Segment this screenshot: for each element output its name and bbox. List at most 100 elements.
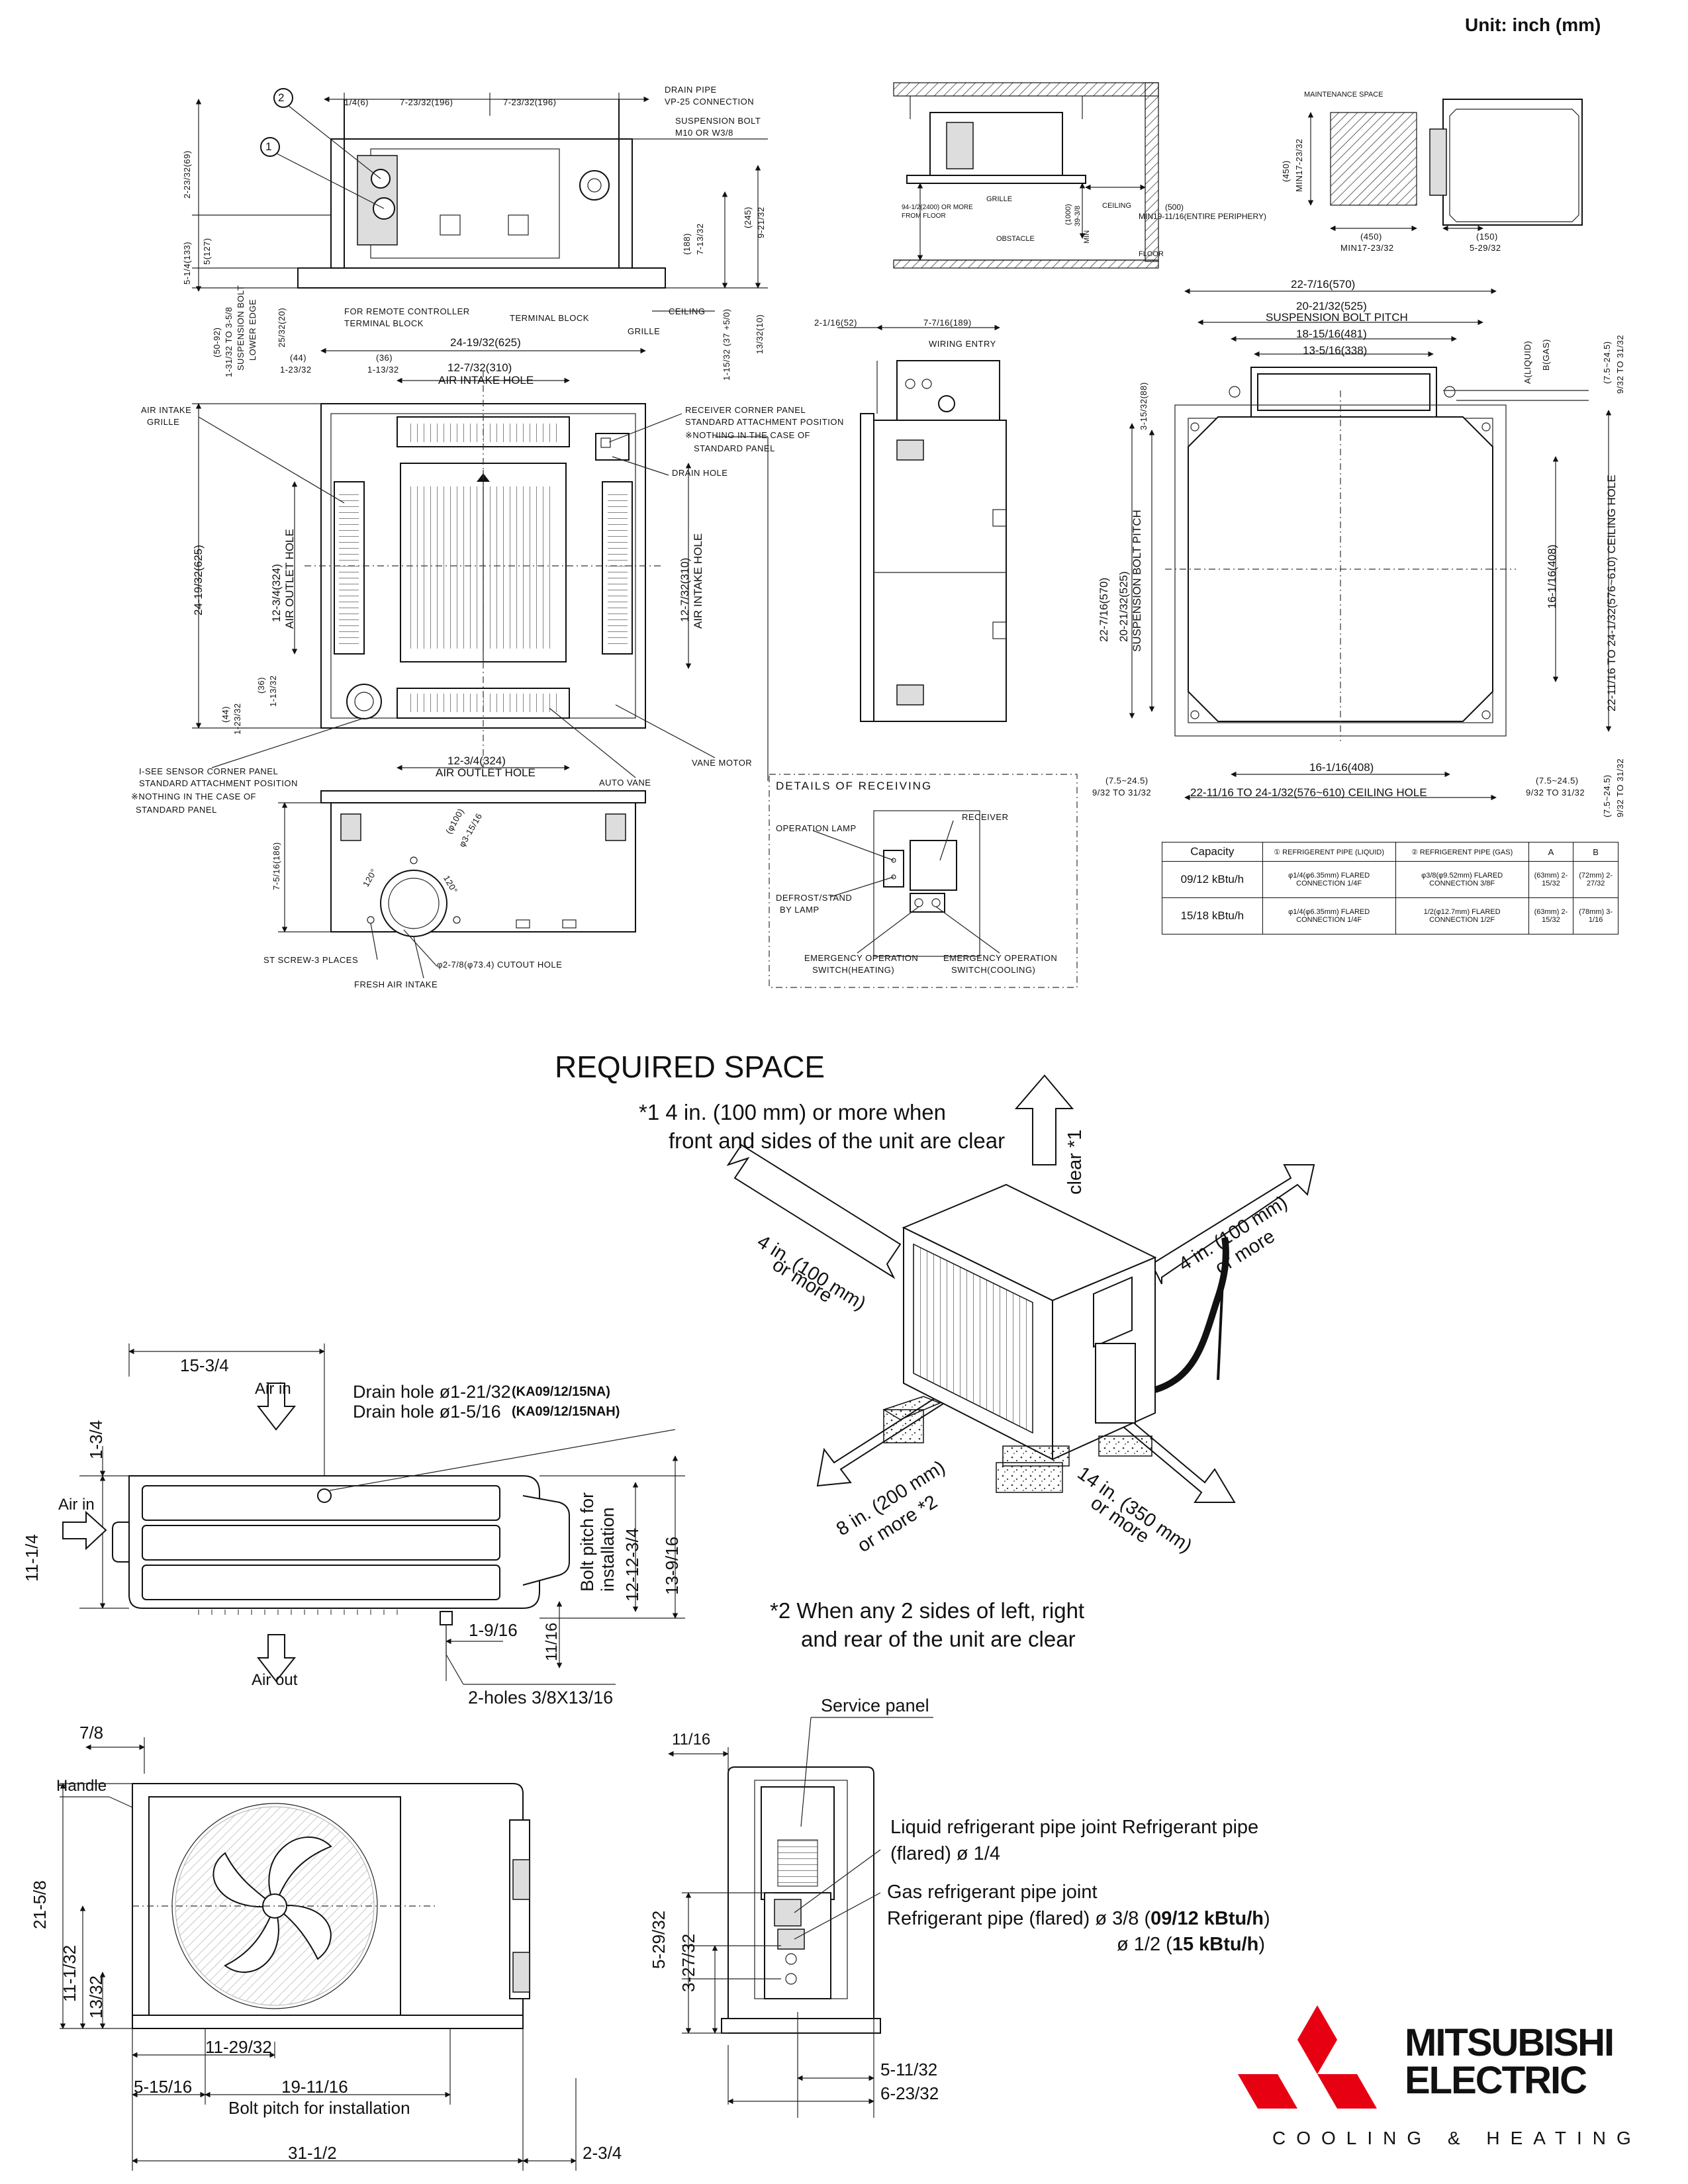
outlet-left-dim: 12-3/4(324)	[270, 564, 283, 622]
table-cell: 1/2(φ12.7mm) FLARED CONNECTION 1/2F	[1395, 897, 1529, 934]
bolt-pitch-1: Bolt pitch for	[577, 1492, 597, 1592]
side-dim-88: 3-15/32(88)	[1139, 382, 1149, 430]
drain-hole-2: Drain hole ø1-5/16	[353, 1402, 501, 1422]
table-header: Capacity	[1162, 842, 1263, 862]
cp-suspension-pitch: SUSPENSION BOLT PITCH	[1266, 311, 1408, 324]
dim-13-32: 13/32(10)	[755, 314, 765, 354]
outdoor-side-view	[668, 1717, 933, 2118]
dim-5-1-4: 5-1/4(133)	[182, 242, 192, 285]
cp-b-gas: B(GAS)	[1541, 339, 1551, 371]
of-dim-2-3-4: 2-3/4	[583, 2143, 622, 2163]
indoor-top-view	[192, 88, 768, 312]
table-cell: (78mm) 3-1/16	[1573, 897, 1618, 934]
drain-hole-1: Drain hole ø1-21/32	[353, 1382, 511, 1402]
os-dim-3-27-32: 3-27/32	[679, 1933, 698, 1992]
emergency-heat-1: EMERGENCY OPERATION	[804, 953, 919, 963]
table-header: B	[1573, 842, 1618, 862]
dim-44-in: 1-23/32	[280, 365, 312, 375]
od-holes: 2-holes 3/8X13/16	[468, 1688, 614, 1707]
air-intake-grille: AIR INTAKE	[141, 405, 192, 415]
intake-right-dim: 12-7/32(310)	[679, 557, 691, 622]
mitsubishi-logo-mark	[1238, 2005, 1377, 2109]
of-dim-7-8: 7/8	[79, 1723, 104, 1743]
maint-150-1: (150)	[1476, 232, 1498, 242]
drain-hole-1-model: (KA09/12/15NA)	[512, 1385, 610, 1399]
install-floor: FLOOR	[1139, 250, 1164, 258]
dim-top-2: 7-23/32(196)	[400, 97, 453, 107]
receiver-panel-2: STANDARD ATTACHMENT POSITION	[685, 417, 844, 427]
handle-label: Handle	[56, 1777, 107, 1795]
lower-edge-label: LOWER EDGE	[248, 298, 258, 361]
outlet-bottom-dim: 12-3/4(324)	[447, 754, 506, 767]
table-header-row: Capacity ① REFRIGERENT PIPE (LIQUID) ② R…	[1162, 842, 1618, 862]
isee-panel-3: ※NOTHING IN THE CASE OF	[131, 792, 256, 801]
air-intake-hole-dim: 12-7/32(310)	[447, 361, 512, 374]
od-air-in-left: Air in	[58, 1496, 95, 1514]
air-intake-grille-2: GRILLE	[147, 417, 180, 427]
outdoor-top-view	[62, 1343, 685, 1685]
outdoor-unit-3d	[726, 1074, 1315, 1503]
maintenance-label: MAINTENANCE SPACE	[1304, 91, 1383, 99]
install-ceiling: CEILING	[1102, 202, 1132, 210]
bolt-pitch-2: installation	[598, 1507, 618, 1592]
logo-tagline: COOLING & HEATING	[1272, 2128, 1642, 2148]
gas-pipe-1: Gas refrigerant pipe joint	[887, 1882, 1098, 1903]
cp-338: 13-5/16(338)	[1303, 344, 1368, 357]
of-dim-5-15-16: 5-15/16	[134, 2077, 193, 2097]
bottom-left-dim: 7-5/16(186)	[271, 842, 281, 890]
dim-44: (44)	[290, 353, 307, 363]
table-header: ② REFRIGERENT PIPE (GAS)	[1395, 842, 1529, 862]
dim-36: (36)	[376, 353, 393, 363]
required-space-title: REQUIRED SPACE	[555, 1050, 825, 1084]
dim-44-side-in: 1-23/32	[232, 703, 242, 735]
install-grille: GRILLE	[986, 195, 1013, 203]
of-dim-19-11-16: 19-11/16	[281, 2077, 348, 2097]
intake-right-label: AIR INTAKE HOLE	[692, 533, 704, 629]
drain-pipe-spec: VP-25 CONNECTION	[665, 97, 755, 107]
suspension-bolt-spec: M10 OR W3/8	[675, 128, 733, 138]
dim-245: (245)	[743, 206, 753, 228]
od-air-out: Air out	[252, 1671, 298, 1689]
cp-bottom-408: 16-1/16(408)	[1309, 761, 1374, 774]
cp-right-408: 16-1/16(408)	[1546, 544, 1558, 609]
maintenance-space	[1307, 99, 1583, 232]
callout-1: 1	[265, 140, 272, 153]
cp-right-top-1: (7.5~24.5)	[1602, 341, 1612, 384]
cp-right-top-2: 9/32 TO 31/32	[1615, 334, 1625, 394]
dim-36-side-in: 1-13/32	[268, 675, 278, 707]
dim-37: 1-15/32 (37 +5/0)	[722, 308, 731, 381]
auto-vane-label: AUTO VANE	[599, 778, 651, 788]
cp-bl-2: 9/32 TO 31/32	[1092, 788, 1152, 797]
st-screw-label: ST SCREW-3 PLACES	[263, 955, 359, 965]
terminal-block-label: TERMINAL BLOCK	[510, 313, 589, 323]
details-title: DETAILS OF RECEIVING	[776, 780, 933, 792]
od-dim-1-3-4: 1-3/4	[86, 1420, 106, 1459]
gas-pipe-2: Refrigerant pipe (flared) ø 3/8 (09/12 k…	[887, 1908, 1270, 1930]
receiver-label: RECEIVER	[962, 812, 1009, 822]
of-dim-13-32: 13/32	[86, 1975, 106, 2019]
od-dim-1-9-16: 1-9/16	[469, 1620, 518, 1640]
indoor-bottom-view	[278, 790, 646, 979]
cp-570: 22-7/16(570)	[1291, 278, 1356, 291]
gas-pipe-3: ø 1/2 (15 kBtu/h)	[1117, 1934, 1265, 1956]
table-cell: 09/12 kBtu/h	[1162, 861, 1263, 898]
maint-450-v2: MIN17-23/32	[1294, 138, 1304, 192]
operation-lamp-label: OPERATION LAMP	[776, 823, 857, 833]
drain-hole-label: DRAIN HOLE	[672, 468, 728, 478]
maint-450-v1: (450)	[1281, 160, 1291, 182]
od-dim-15-3-4: 15-3/4	[180, 1355, 229, 1375]
maint-150-2: 5-29/32	[1470, 243, 1501, 253]
table-cell: φ3/8(φ9.52mm) FLARED CONNECTION 3/8F	[1395, 861, 1529, 898]
table-cell: 15/18 kBtu/h	[1162, 897, 1263, 934]
refrigerant-pipe-table: Capacity ① REFRIGERENT PIPE (LIQUID) ② R…	[1162, 842, 1618, 934]
indoor-front-view	[192, 347, 769, 781]
cp-ceiling-hole-h: 22-11/16 TO 24-1/32(576~610) CEILING HOL…	[1190, 786, 1427, 799]
remote-terminal-label-2: TERMINAL BLOCK	[344, 318, 424, 328]
logo-electric: ELECTRIC	[1405, 2059, 1587, 2102]
indoor-side-view	[837, 324, 1007, 722]
receiver-panel-1: RECEIVER CORNER PANEL	[685, 405, 806, 415]
side-dim-189: 7-7/16(189)	[923, 318, 972, 328]
cp-481: 18-15/16(481)	[1296, 328, 1367, 340]
table-cell: (63mm) 2-15/32	[1528, 897, 1574, 934]
